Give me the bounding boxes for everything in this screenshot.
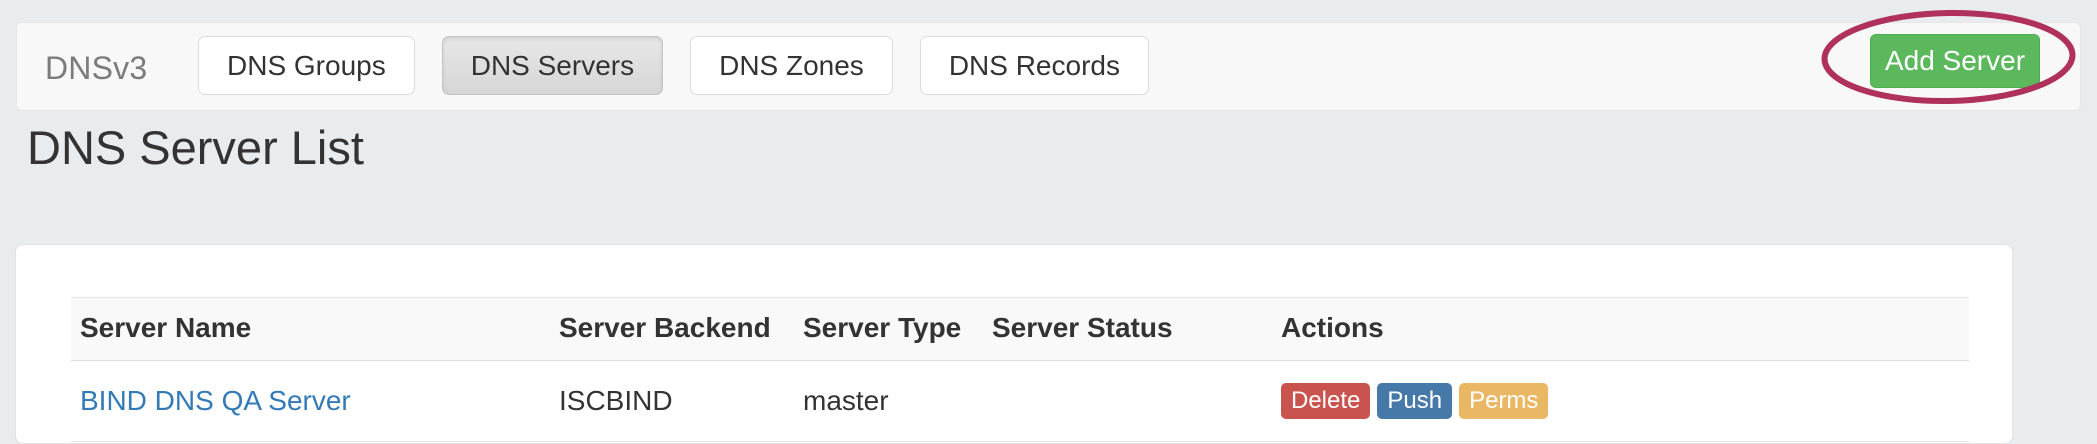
table-body: BIND DNS QA Server ISCBIND master Delete… bbox=[71, 360, 1969, 442]
table-header-row: Server Name Server Backend Server Type S… bbox=[71, 297, 1969, 361]
column-header-server-status[interactable]: Server Status bbox=[983, 297, 1272, 361]
row-action-group: Delete Push Perms bbox=[1281, 383, 1969, 419]
cell-server-name: BIND DNS QA Server bbox=[71, 360, 550, 442]
delete-button[interactable]: Delete bbox=[1281, 383, 1371, 419]
table-head: Server Name Server Backend Server Type S… bbox=[71, 297, 1969, 361]
column-header-server-name[interactable]: Server Name bbox=[71, 297, 550, 361]
tab-dns-records[interactable]: DNS Records bbox=[919, 36, 1149, 95]
server-table-wrapper: Server Name Server Backend Server Type S… bbox=[71, 297, 1969, 442]
cell-server-type: master bbox=[794, 360, 983, 442]
cell-actions: Delete Push Perms bbox=[1272, 360, 1969, 442]
server-name-link[interactable]: BIND DNS QA Server bbox=[80, 385, 351, 416]
column-header-server-backend[interactable]: Server Backend bbox=[550, 297, 794, 361]
dns-server-table: Server Name Server Backend Server Type S… bbox=[71, 297, 1969, 442]
top-navbar: DNSv3 DNS Groups DNS Servers DNS Zones D… bbox=[16, 22, 2081, 111]
perms-button[interactable]: Perms bbox=[1459, 383, 1549, 419]
push-button[interactable]: Push bbox=[1377, 383, 1453, 419]
cell-server-status bbox=[983, 360, 1272, 442]
cell-server-backend: ISCBIND bbox=[550, 360, 794, 442]
tab-dns-servers[interactable]: DNS Servers bbox=[441, 36, 664, 95]
server-list-card: Server Name Server Backend Server Type S… bbox=[15, 244, 2013, 444]
column-header-actions[interactable]: Actions bbox=[1272, 297, 1969, 361]
add-server-button[interactable]: Add Server bbox=[1870, 34, 2040, 88]
table-row: BIND DNS QA Server ISCBIND master Delete… bbox=[71, 360, 1969, 442]
page-title: DNS Server List bbox=[27, 121, 364, 174]
nav-tab-group: DNS Groups DNS Servers DNS Zones DNS Rec… bbox=[198, 36, 1149, 95]
column-header-server-type[interactable]: Server Type bbox=[794, 297, 983, 361]
tab-dns-groups[interactable]: DNS Groups bbox=[198, 36, 415, 95]
tab-dns-zones[interactable]: DNS Zones bbox=[690, 36, 893, 95]
brand-logo[interactable]: DNSv3 bbox=[45, 50, 148, 86]
